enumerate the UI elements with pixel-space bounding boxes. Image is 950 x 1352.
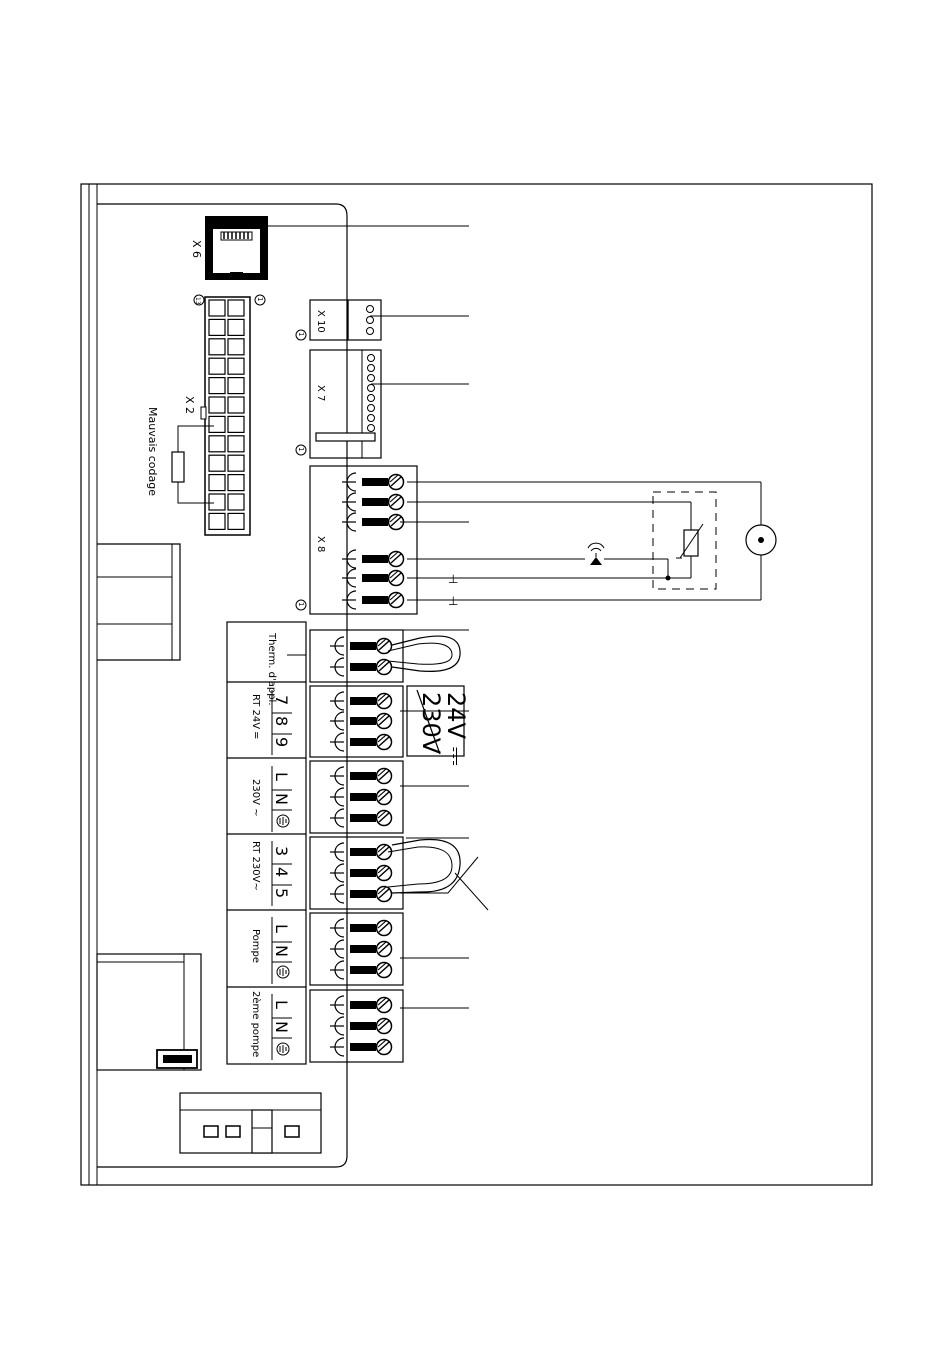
terminal-letter-L: L bbox=[272, 924, 291, 933]
group-label-pompe: Pompe bbox=[250, 929, 261, 963]
screw-terminal bbox=[330, 809, 392, 827]
screw-terminal bbox=[330, 864, 392, 882]
x8-label: X 8 bbox=[315, 536, 326, 552]
terminal-letter-L: L bbox=[272, 1000, 291, 1009]
voltage-24v: 24V ⎓ bbox=[442, 692, 470, 766]
terminal-number-5: 5 bbox=[272, 888, 291, 898]
x8-terminal bbox=[342, 493, 404, 511]
svg-text:1: 1 bbox=[297, 332, 305, 336]
x2-label: X 2 bbox=[183, 396, 196, 414]
terminal-letter-N: N bbox=[272, 793, 291, 805]
x8-terminal bbox=[342, 569, 404, 587]
screw-terminal bbox=[330, 940, 392, 958]
screw-terminal bbox=[330, 919, 392, 937]
group-label-rt24: RT 24V ═ bbox=[250, 694, 261, 739]
x8-terminal bbox=[342, 591, 404, 609]
screw-terminal bbox=[330, 996, 392, 1014]
terminal-letter-N: N bbox=[272, 945, 291, 957]
x2-corner-mark: 13 bbox=[194, 297, 201, 305]
terminal-number-8: 8 bbox=[272, 716, 291, 726]
antenna-icon bbox=[588, 543, 604, 565]
svg-text:1: 1 bbox=[297, 447, 305, 451]
terminal-number-3: 3 bbox=[272, 846, 291, 856]
x8-terminal bbox=[342, 473, 404, 491]
group-label-2eme-pompe: 2ème pompe bbox=[250, 991, 262, 1057]
ground-symbol-1: ⊥ bbox=[448, 572, 458, 586]
outer-frame bbox=[81, 184, 872, 1185]
x2-pin1-mark: 1 bbox=[256, 297, 264, 301]
x7-label: X 7 bbox=[315, 385, 326, 401]
terminal-letter-N: N bbox=[272, 1021, 291, 1033]
screw-terminal bbox=[330, 712, 392, 730]
screw-terminal bbox=[330, 637, 392, 655]
screw-terminal bbox=[330, 692, 392, 710]
screw-terminal bbox=[330, 885, 392, 903]
x6-socket bbox=[205, 216, 268, 280]
group-label-rt230: RT 230V~ bbox=[250, 841, 261, 891]
screw-terminal bbox=[330, 658, 392, 676]
screw-terminal bbox=[330, 843, 392, 861]
x8-terminal bbox=[342, 513, 404, 531]
terminal-number-7: 7 bbox=[272, 695, 291, 705]
screw-terminal bbox=[330, 788, 392, 806]
x8-terminal bbox=[342, 550, 404, 568]
terminal-number-4: 4 bbox=[272, 867, 291, 877]
screw-terminal bbox=[330, 961, 392, 979]
mauvais-codage-label: Mauvais codage bbox=[146, 407, 159, 496]
terminal-block-1 bbox=[310, 630, 403, 682]
x10-label: X 10 bbox=[315, 310, 326, 333]
terminal-number-9: 9 bbox=[272, 737, 291, 747]
ground-symbol-2: ⊥ bbox=[448, 594, 458, 608]
x6-label: X 6 bbox=[190, 240, 203, 258]
x2-connector bbox=[201, 297, 250, 535]
svg-text:1: 1 bbox=[297, 602, 305, 606]
screw-terminal bbox=[330, 767, 392, 785]
terminal-letter-L: L bbox=[272, 772, 291, 781]
screw-terminal bbox=[330, 1038, 392, 1056]
group-label-230v: 230V ~ bbox=[250, 779, 261, 817]
screw-terminal bbox=[330, 1017, 392, 1035]
screw-terminal bbox=[330, 733, 392, 751]
